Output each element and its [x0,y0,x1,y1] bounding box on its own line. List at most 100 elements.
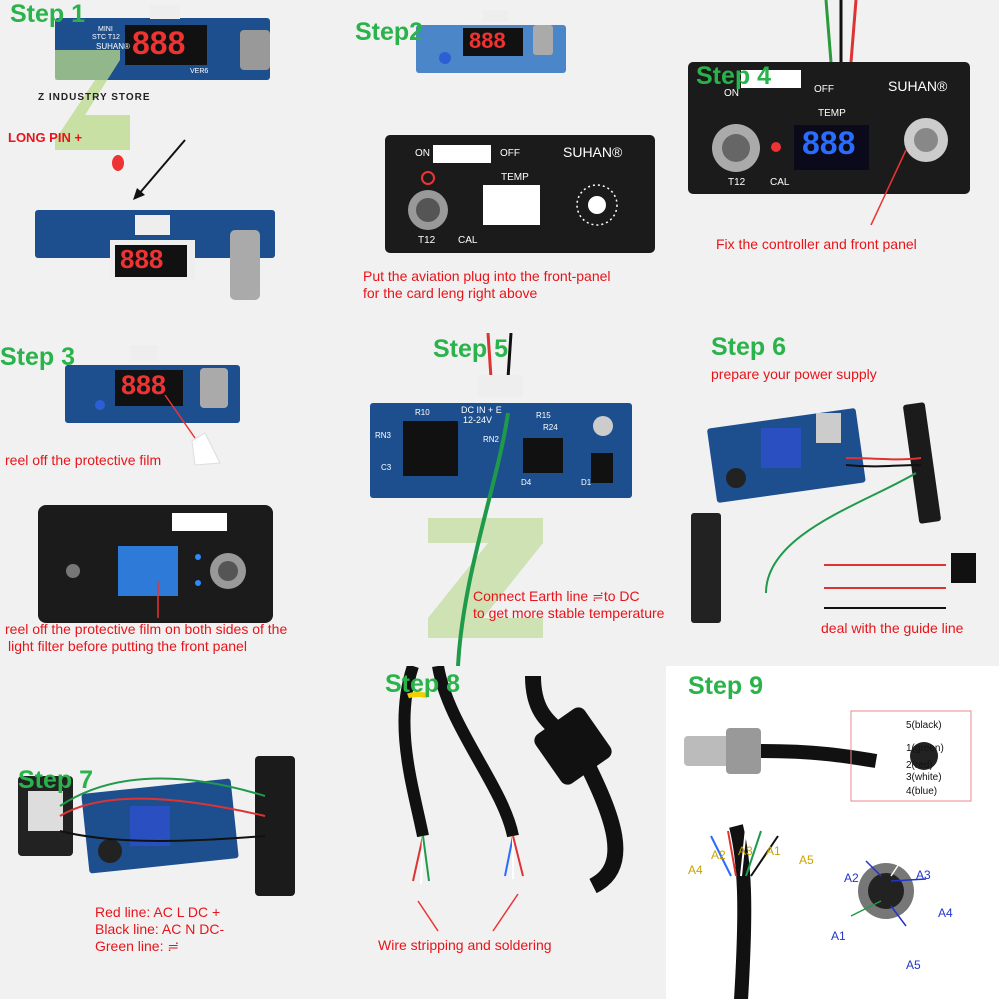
arrow-icon [890,878,927,882]
store-logo [55,50,130,150]
connector [135,215,170,235]
pin-label-1-green: 1(green) [906,743,944,754]
step9-illustration [684,710,972,999]
step3-cell: Step 3 888 reel off the protective film … [0,333,333,666]
step6-title: Step 6 [711,333,787,361]
display-window [483,185,540,225]
arrow-icon [850,900,882,917]
pin-label-3-white: 3(white) [906,772,942,783]
cable [432,666,519,838]
board-voltage: 12-24V [463,415,493,425]
step8-title: Step 8 [385,670,461,698]
ic-chip [403,421,458,476]
step8-illustration [398,666,624,932]
step8-cell: Step 8 Wire stripping and soldering [333,666,666,999]
pointer-line [417,900,439,932]
step6-subtitle: prepare your power supply [711,366,877,382]
panel-cal-label: CAL [770,177,790,188]
step3-caption2: reel off the protective film on both sid… [5,621,287,655]
panel-temp-label: TEMP [501,172,529,183]
led-display [115,370,183,406]
step1-cell: Step 1 MINI STC T12 SUHAN® VER6 888 888 … [0,0,333,333]
light-filter [118,546,178,596]
step5-caption: Connect Earth line ≓to DC to get more st… [473,588,664,622]
transformer [130,806,170,846]
step7-legend: Red line: AC L DC + Black line: AC N DC-… [95,904,224,955]
trimmer [439,52,451,64]
led-digits: 888 [121,370,167,400]
long-pin-label: LONG PIN + [8,130,83,145]
heatsink [816,413,841,443]
dial-scale [576,184,618,226]
pcb-label-stc: STC T12 [92,34,120,41]
red-line-legend: Red line: AC L DC + [95,904,221,920]
wire-label-a4: A4 [688,863,703,877]
step3-caption2-line1: reel off the protective film on both sid… [5,621,288,637]
panel-t12-label: T12 [728,177,746,188]
step5-illustration [370,333,632,666]
led-digits: 888 [802,125,856,161]
step2-caption-line1: Put the aviation plug into the front-pan… [363,268,611,284]
switch-window [741,70,801,88]
panel-t12-label: T12 [418,235,436,246]
connector [150,5,180,19]
panel-on-label: ON [724,88,739,99]
step2-cell: Step2 888 ON OFF SUHAN® TEMP T12 CAL Put… [333,0,666,333]
led-digits: 888 [132,25,186,61]
switch-bracket [691,513,721,623]
iron-handle [534,707,612,785]
connector-label-a3: A3 [916,868,931,882]
transformer [761,428,801,468]
connector [483,10,508,22]
transistor [591,453,613,483]
switch-window [433,145,491,163]
wire-label-a2: A2 [711,848,726,862]
step2-caption-line2: for the card leng right above [363,285,538,301]
potentiometer [533,25,553,55]
step2-title: Step2 [355,18,424,46]
connector-label-a5: A5 [906,958,921,972]
wire-label-a3: A3 [738,844,753,858]
knob-hole [588,196,606,214]
earth-wire [456,412,510,666]
step4-title: Step 4 [696,62,772,90]
step2-illustration [385,10,655,253]
board-r24: R24 [543,423,558,432]
step6-cell: Step 6 prepare your power supply deal wi… [666,333,999,666]
step1-title: Step 1 [10,0,86,28]
pin-connector [910,742,938,770]
capacitor [98,839,122,863]
step3-illustration [38,345,273,623]
pointer-line [870,149,907,226]
board-d1: D1 [581,478,592,487]
led-display [115,245,187,277]
panel-temp-label: TEMP [818,108,846,119]
arrow-icon [137,139,186,196]
step4-cell: Step 4 ON OFF SUHAN® TEMP 888 T12 CAL Fi… [666,0,999,333]
pcb-label-brand: SUHAN® [96,42,130,51]
arrow-icon [865,860,882,877]
step8-caption: Wire stripping and soldering [378,937,552,953]
potentiometer [200,368,228,408]
capacitor [726,468,746,488]
pointer-line [164,394,196,439]
pin-label-4-blue: 4(blue) [906,786,938,797]
potentiometer [230,230,260,300]
front-panel [255,756,295,896]
step3-title: Step 3 [0,343,76,371]
store-logo [428,518,543,638]
step7-illustration [18,756,295,896]
green-line-legend: Green line: ≓ [95,938,180,954]
connector [130,345,158,361]
rocker-switch [951,553,976,583]
board-r10: R10 [415,408,430,417]
step6-illustration [691,402,976,623]
panel-brand: SUHAN® [563,144,623,160]
black-line-legend: Black line: AC N DC- [95,921,225,937]
step5-cell: Step 5 DC IN + E 12-24V R10 R15 RN2 RN3 … [333,333,666,666]
step5-caption-line1: Connect Earth line ≓to DC [473,588,640,604]
led-display [125,25,207,65]
pointer-line [492,893,519,932]
aviation-plug [684,736,739,766]
pcb-label-mini: MINI [98,26,113,33]
